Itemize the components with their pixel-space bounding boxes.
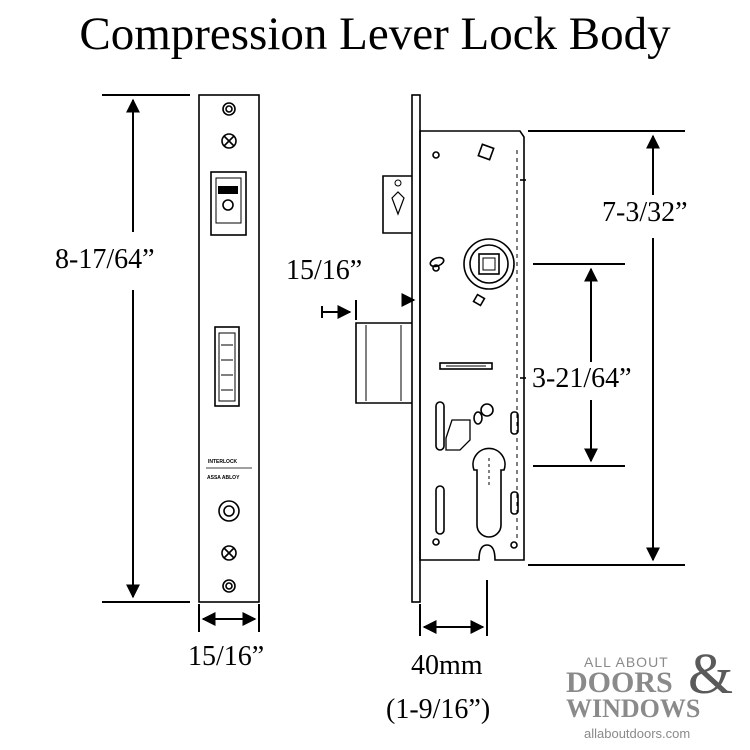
spindle-hub — [463, 238, 515, 290]
latch-projection-label: 15/16” — [286, 255, 363, 286]
brand-url: allaboutdoors.com — [584, 726, 691, 741]
spindle-cylinder-dimension — [533, 263, 625, 467]
faceplate-front-view — [198, 94, 260, 603]
faceplate-width-dimension — [198, 604, 260, 632]
lock-case — [419, 130, 525, 561]
brand-windows: WINDOWS — [566, 694, 701, 723]
brand-doors: DOORS — [566, 666, 673, 699]
lock-side-view — [355, 94, 526, 603]
backset-imperial-label: (1-9/16”) — [386, 694, 491, 725]
page-title: Compression Lever Lock Body — [79, 8, 671, 60]
bottom-screw-icon — [221, 545, 237, 561]
faceplate-maker-mark: INTERLOCK — [208, 459, 238, 465]
latch-projection-dimension — [321, 293, 416, 320]
body-height-dimension — [528, 130, 685, 566]
brand-ampersand: & — [688, 641, 734, 706]
spindle-cylinder-label: 3-21/64” — [532, 363, 632, 394]
side-faceplate — [411, 94, 421, 603]
dead-bolt — [355, 322, 412, 404]
backset-dimension — [419, 580, 488, 636]
brand-line1: ALL ABOUT — [584, 654, 669, 670]
top-hole-icon — [222, 102, 236, 116]
faceplate-height-label: 8-17/64” — [55, 244, 155, 275]
latch-bolt — [382, 175, 412, 234]
backset-label: 40mm — [411, 650, 483, 681]
bolt-opening — [214, 326, 240, 407]
latch-opening — [210, 171, 247, 236]
body-height-label: 7-3/32” — [602, 197, 688, 228]
faceplate-group-mark: ASSA ABLOY — [207, 475, 240, 481]
faceplate-height-dimension — [102, 94, 190, 603]
cylinder-hole — [472, 447, 506, 538]
faceplate-outline — [198, 94, 260, 603]
faceplate-width-label: 15/16” — [188, 641, 265, 672]
top-screw-icon — [221, 133, 237, 149]
bottom-hole-icon — [222, 579, 236, 593]
lower-hole-icon — [218, 500, 240, 522]
